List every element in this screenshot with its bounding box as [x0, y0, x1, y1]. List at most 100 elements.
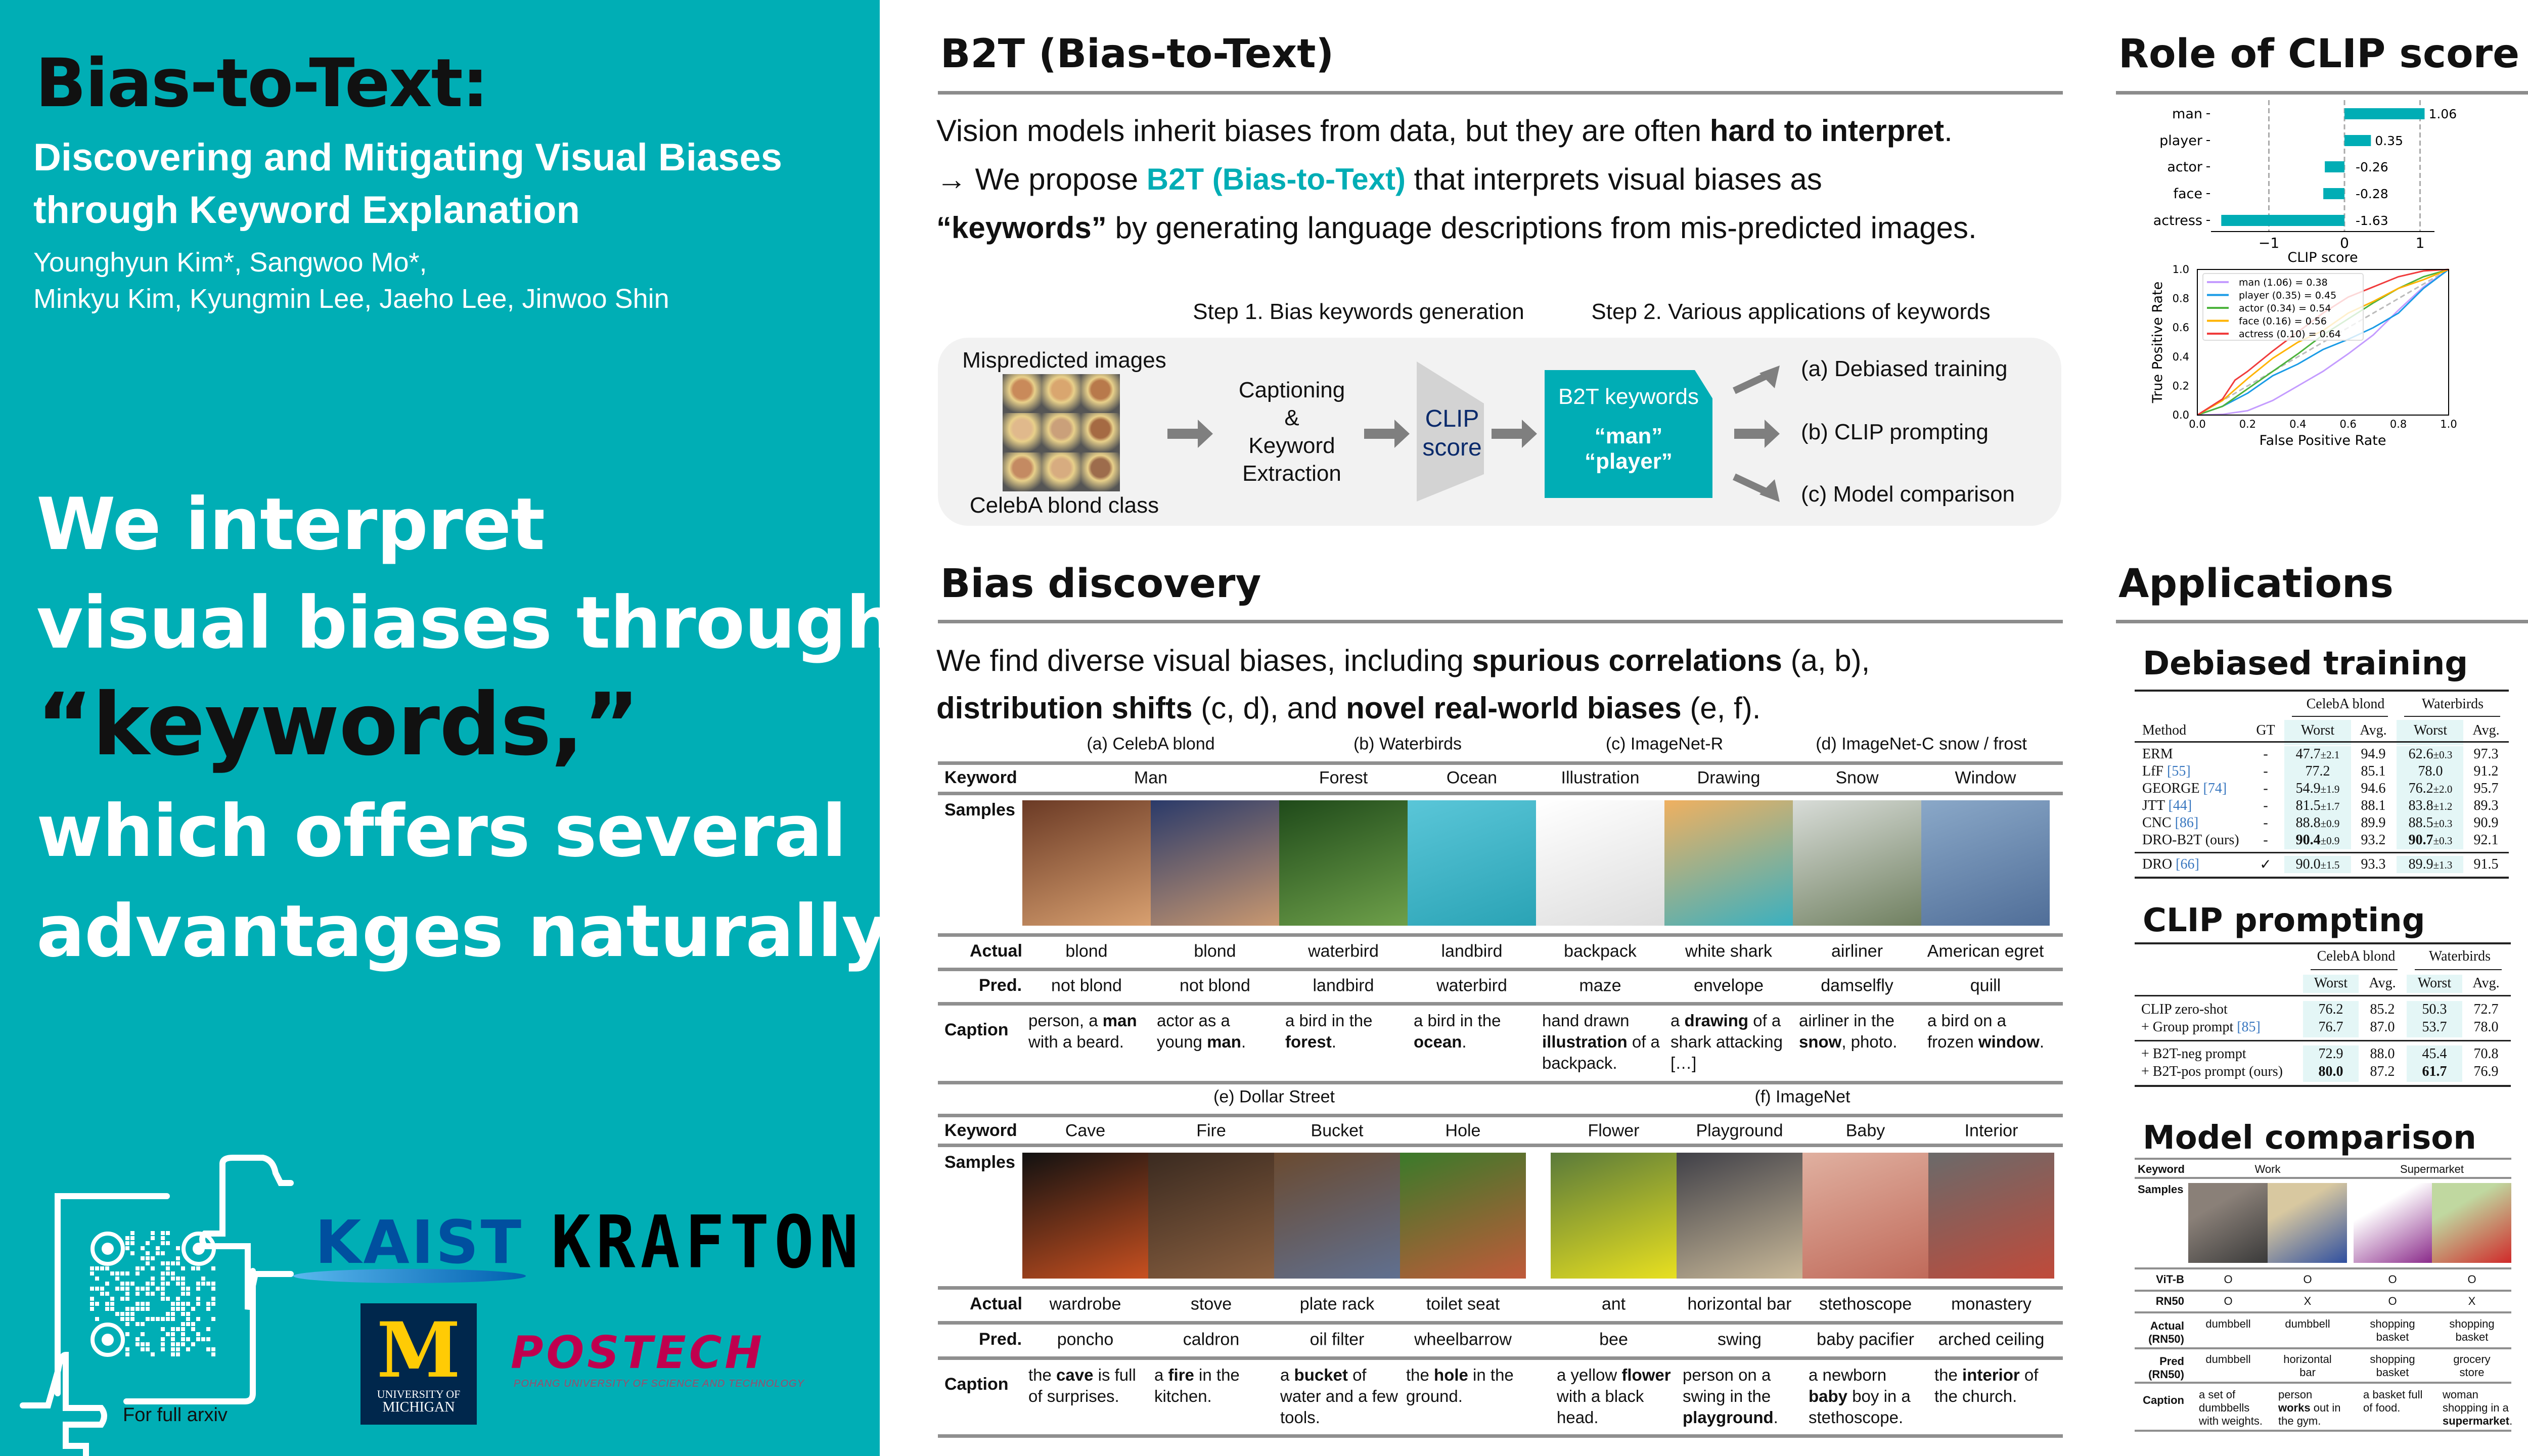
std-value: ±1.5 — [2320, 859, 2340, 871]
table-rule — [2135, 1177, 2511, 1179]
qr-code-frame[interactable] — [0, 1143, 313, 1456]
average-accuracy: 89.9 — [2361, 815, 2386, 831]
dataset-group-header: (b) Waterbirds — [1353, 734, 1462, 754]
worst-column-highlight — [2284, 746, 2351, 849]
pred-label-cell: wheelbarrow — [1414, 1330, 1512, 1349]
qr-module — [105, 1282, 109, 1286]
average-accuracy: 92.1 — [2473, 832, 2499, 848]
roc-curve-man — [2197, 268, 2449, 416]
qr-module — [141, 1256, 145, 1260]
caption-text: . — [1773, 1408, 1778, 1427]
text: basket — [2376, 1366, 2409, 1379]
qr-module — [141, 1347, 145, 1351]
qr-module — [90, 1266, 94, 1270]
qr-module — [136, 1287, 140, 1291]
sample-image — [1921, 800, 2050, 926]
value-label: -0.28 — [2356, 187, 2388, 201]
pred-label-cell: baby pacifier — [1817, 1330, 1914, 1349]
text: → We propose — [936, 162, 1147, 196]
caption-keyword: illustration — [1542, 1032, 1628, 1051]
qr-module — [146, 1342, 150, 1346]
accuracy-value: 62.6 — [2408, 746, 2433, 762]
qr-module — [115, 1312, 119, 1316]
poster-title: Bias-to-Text: — [35, 44, 489, 122]
qr-module — [176, 1256, 180, 1260]
actual-row-label: Actual — [970, 1294, 1022, 1313]
caption-cell: a basket full of food. — [2363, 1388, 2431, 1415]
sample-image — [1151, 800, 1279, 926]
worst-column-highlight — [2397, 856, 2463, 873]
qr-code-pattern — [90, 1231, 216, 1357]
average-accuracy: 93.3 — [2361, 856, 2386, 872]
caption-keyword: interior — [1962, 1366, 2020, 1384]
caption-text: . — [1241, 1032, 1246, 1051]
table-rule — [938, 1356, 2063, 1360]
accuracy-value: 61.7 — [2422, 1064, 2447, 1079]
accuracy-value: 76.9 — [2473, 1064, 2499, 1079]
worst-column-highlight — [2303, 975, 2359, 993]
qr-module — [100, 1292, 104, 1296]
clip-score-trapezoid — [1417, 361, 1484, 502]
qr-module — [141, 1322, 145, 1326]
column-header: Avg. — [2369, 975, 2396, 991]
keyword-row-label: Keyword — [944, 1121, 1017, 1140]
keyword-cell: Snow — [1835, 768, 1879, 788]
sample-image — [1536, 800, 1664, 926]
method-label: GEORGE — [2142, 781, 2203, 796]
pred-label-cell: oil filter — [1310, 1330, 1365, 1349]
caption-text: person — [2278, 1388, 2313, 1401]
caption-cell: the cave is full of surprises. — [1028, 1364, 1147, 1407]
caption-text: actor as a young — [1157, 1011, 1230, 1051]
qr-module — [181, 1292, 185, 1296]
table-rule — [2135, 852, 2509, 853]
x-tick-label: 0.0 — [2189, 418, 2205, 430]
caption-cell: person, a man with a beard. — [1028, 1010, 1147, 1053]
caption-row-label: Caption — [2143, 1394, 2184, 1406]
text: Keyword — [1248, 433, 1335, 458]
method-name: + B2T-neg prompt — [2141, 1046, 2246, 1062]
sample-image — [1664, 800, 1793, 926]
qr-module — [161, 1236, 165, 1240]
qr-module — [105, 1266, 109, 1270]
qr-module — [90, 1302, 94, 1306]
pred-row-label: Pred. — [979, 1330, 1022, 1349]
y-tick-label: 0.4 — [2173, 351, 2189, 363]
face-thumbnail — [1003, 374, 1042, 414]
caption-text: the — [1406, 1366, 1434, 1384]
sample-image — [2432, 1183, 2511, 1263]
caption-cell: a bird in the ocean. — [1414, 1010, 1532, 1053]
keyword-cell: Interior — [1964, 1121, 2018, 1141]
caption-text: airliner in the — [1799, 1011, 1894, 1030]
accuracy-value: 78.0 — [2418, 763, 2443, 779]
text: We find diverse visual biases, including — [936, 644, 1472, 677]
qr-module — [125, 1236, 129, 1240]
qr-module — [141, 1302, 145, 1306]
qr-module — [211, 1347, 215, 1351]
pointing-hand-bottom-icon — [20, 1351, 107, 1456]
qr-module — [161, 1342, 165, 1346]
keyword-cell: Baby — [1845, 1121, 1885, 1141]
average-accuracy: 90.9 — [2473, 815, 2499, 831]
caption-text: in the kitchen. — [1154, 1366, 1240, 1405]
caption-text: a — [1154, 1366, 1168, 1384]
qr-module — [136, 1322, 140, 1326]
accuracy-value: 80.0 — [2318, 1064, 2343, 1079]
actual-row-label: Actual — [970, 941, 1022, 961]
accuracy-value: 72.9 — [2318, 1046, 2343, 1062]
qr-module — [186, 1312, 190, 1316]
qr-module — [125, 1297, 129, 1301]
qr-finder-icon — [102, 1243, 114, 1255]
qr-module — [136, 1307, 140, 1311]
ground-truth-flag: - — [2263, 781, 2268, 796]
caption-text: a yellow — [1557, 1366, 1622, 1384]
postech-subtitle: POHANG UNIVERSITY OF SCIENCE AND TECHNOL… — [514, 1378, 804, 1389]
keyword-row-label: Keyword — [2138, 1163, 2185, 1175]
qr-module — [146, 1256, 150, 1260]
ground-truth-flag: - — [2263, 798, 2268, 813]
sample-image — [2188, 1183, 2268, 1263]
qr-module — [171, 1352, 175, 1356]
accuracy-value: 88.8 — [2295, 815, 2321, 831]
caption-keyword: works — [2278, 1401, 2311, 1414]
std-value: ±2.1 — [2320, 749, 2340, 761]
